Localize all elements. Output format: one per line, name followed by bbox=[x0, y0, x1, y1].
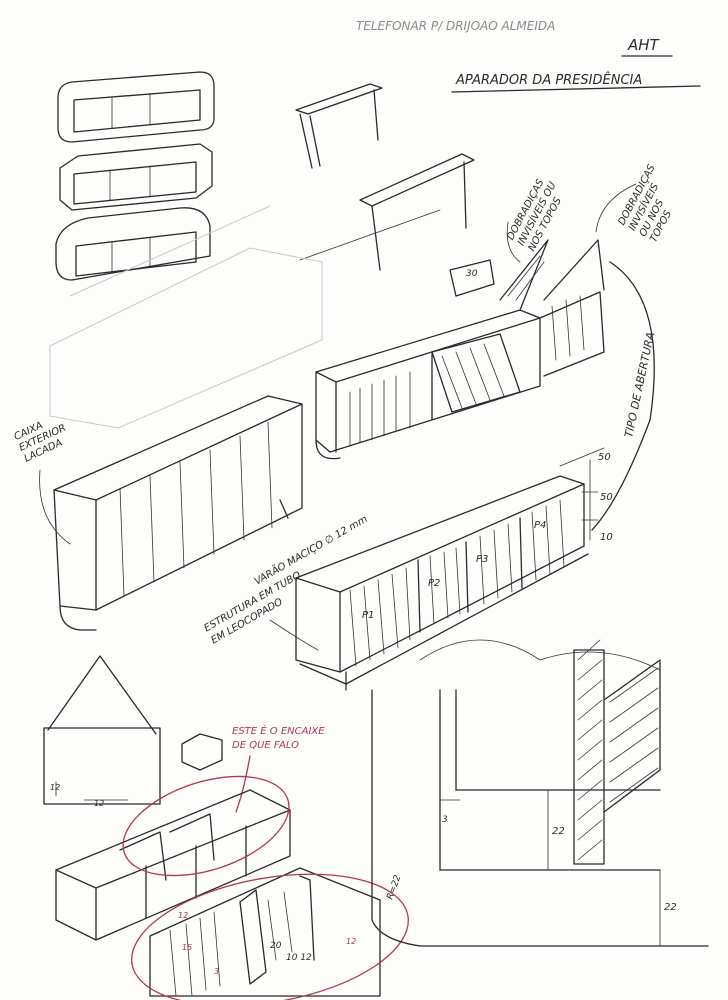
rounded-box-study-1 bbox=[57, 71, 215, 143]
svg-text:VARÃO MACIÇO ∅ 12 mm: VARÃO MACIÇO ∅ 12 mm bbox=[252, 512, 370, 588]
joint-callout-line2: DE QUE FALO bbox=[232, 740, 299, 751]
rounded-box-study-2 bbox=[59, 143, 213, 211]
lacquered-cabinet bbox=[53, 395, 303, 631]
section-detail bbox=[371, 639, 709, 947]
console-table-small bbox=[295, 83, 383, 169]
console-table-large bbox=[299, 153, 475, 271]
legs-note: VARÃO MACIÇO ∅ 12 mm bbox=[252, 512, 370, 588]
joint-dim-b: 20 bbox=[270, 941, 282, 951]
hinge-note-left: DOBRADIÇAS INVISÍVEIS OU NOS TOPOS bbox=[505, 177, 564, 253]
connector-sketch bbox=[181, 733, 223, 771]
outer-box-note: CAIXA EXTERIOR LACADA bbox=[12, 420, 67, 465]
joint-callout-arrow bbox=[235, 755, 251, 813]
structure-arrow bbox=[269, 619, 319, 651]
joint-dim-a2: 12 bbox=[346, 937, 356, 946]
hinge-arrow-right bbox=[595, 183, 637, 233]
door-label-p4: P4 bbox=[534, 520, 546, 531]
joint-dim-a: 12 bbox=[178, 911, 188, 920]
hinge-arrow-left bbox=[506, 221, 521, 263]
door-label-p1: P1 bbox=[362, 610, 374, 621]
height-mid-dim: 50 bbox=[600, 492, 613, 503]
joint-highlight-circle-2 bbox=[131, 873, 409, 1000]
detail-radius: R=22 bbox=[385, 874, 403, 901]
height-top-dim: 50 bbox=[598, 452, 611, 463]
detail-dim-b: 22 bbox=[552, 826, 565, 837]
rounded-box-study-3 bbox=[55, 207, 211, 281]
grid-dim-b: 12 bbox=[94, 799, 104, 808]
outer-box-arrow bbox=[39, 469, 71, 545]
joint-dim-c: 3 bbox=[214, 967, 219, 976]
opening-type-arrow bbox=[591, 261, 655, 531]
joint-detail bbox=[149, 867, 381, 997]
hinge-note-right: DOBRADIÇAS INVISÍVEIS OU NOS TOPOS bbox=[616, 162, 674, 244]
joint-dim-d: 15 bbox=[182, 943, 192, 952]
box-depth-dim: 30 bbox=[466, 269, 478, 279]
grid-dim-a: 12 bbox=[50, 783, 60, 792]
height-dimensions bbox=[559, 447, 605, 541]
ghost-cabinet bbox=[49, 205, 323, 429]
detail-dim-c: 22 bbox=[664, 902, 677, 913]
reference-note: TELEFONAR P/ DRIJOAO ALMEIDA bbox=[356, 19, 555, 33]
project-code: AHT bbox=[627, 36, 661, 54]
joint-dim-e: 10 12 bbox=[286, 953, 312, 963]
sketch-title: APARADOR DA PRESIDÊNCIA bbox=[455, 72, 642, 88]
joint-callout-line1: ESTE É O ENCAIXE bbox=[232, 724, 325, 737]
detail-dim-a: 3 bbox=[442, 815, 448, 825]
compartment-grid bbox=[55, 789, 291, 941]
joint-highlight-circle-1 bbox=[122, 775, 290, 877]
cabinet-doors-open bbox=[315, 239, 605, 460]
opening-type-note: TIPO DE ABERTURA bbox=[622, 331, 657, 439]
door-label-p2: P2 bbox=[428, 578, 440, 589]
title-underline bbox=[451, 85, 701, 93]
door-label-p3: P3 bbox=[476, 554, 488, 565]
cabinet-p-doors bbox=[295, 475, 589, 691]
hanging-frame bbox=[43, 655, 161, 805]
height-base-dim: 10 bbox=[600, 532, 613, 543]
